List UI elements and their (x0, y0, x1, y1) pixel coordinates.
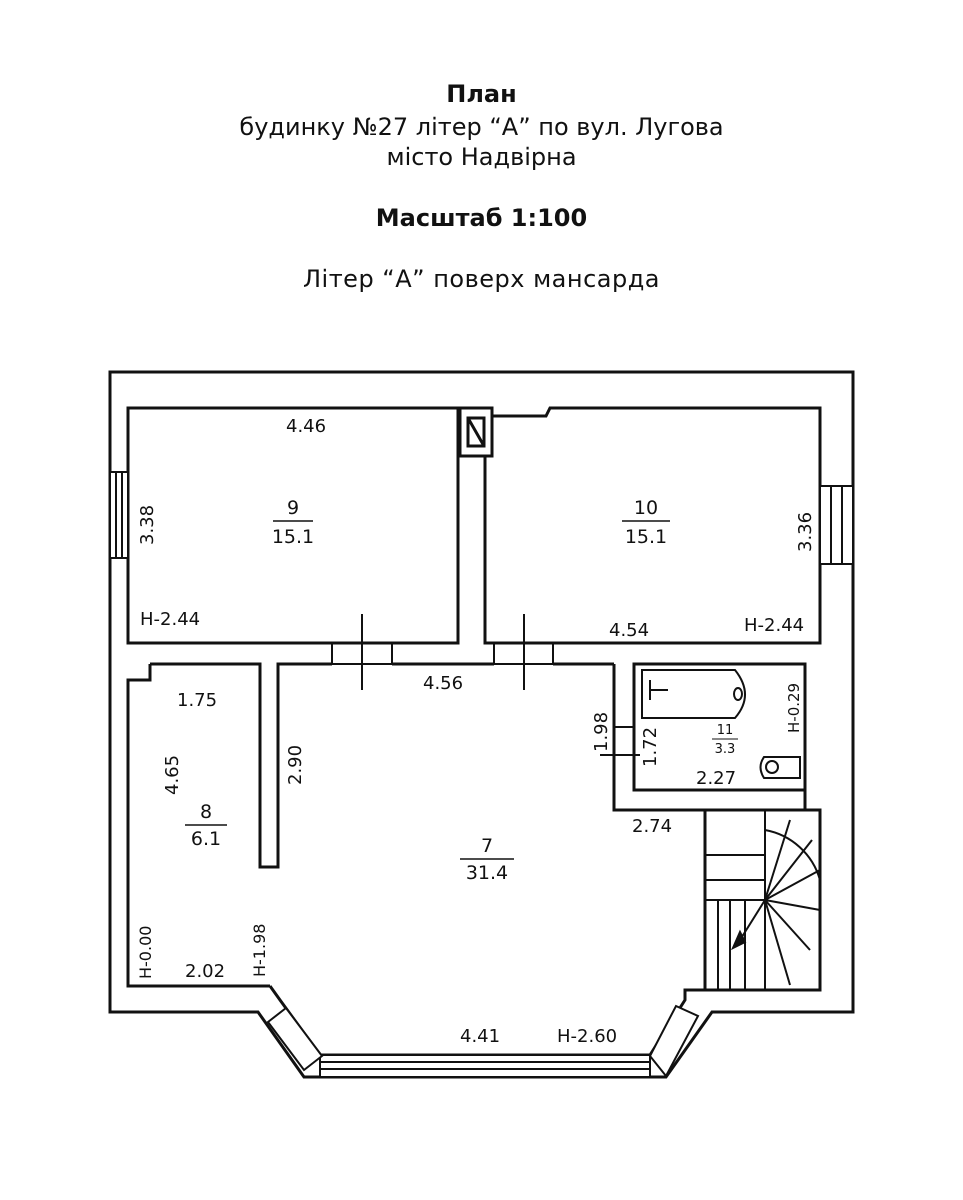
dim-r11-height: Н-0.29 (785, 683, 803, 733)
window-left (109, 471, 129, 559)
room-8-number: 8 (200, 801, 212, 823)
room-7-area: 31.4 (466, 862, 508, 884)
plan-floor-label: Літер “А” поверх мансарда (302, 265, 661, 293)
room-8-outline (150, 662, 332, 869)
stair-outline (703, 808, 822, 992)
dim-r11-198: 1.98 (591, 712, 612, 752)
room-9-area: 15.1 (272, 526, 314, 548)
dim-r7-height: Н-2.60 (557, 1026, 617, 1047)
dim-r8-bottom: 2.02 (185, 961, 225, 982)
plan-scale: Масштаб 1:100 (375, 204, 588, 232)
dim-r10-width: 4.54 (609, 620, 649, 641)
door-bathroom (613, 726, 635, 756)
dim-r11-172: 1.72 (640, 727, 661, 767)
room-11-number: 11 (717, 723, 734, 738)
room-10-outline (483, 406, 822, 645)
dim-r10-depth: 3.36 (795, 512, 816, 552)
dim-r9-height: Н-2.44 (140, 609, 200, 630)
room-9-number: 9 (287, 497, 299, 519)
chimney-mark (466, 416, 486, 448)
dim-r8-top: 1.75 (177, 690, 217, 711)
window-bay-right (648, 1004, 700, 1078)
dim-r7-bottom: 4.41 (460, 1026, 500, 1047)
room-9-outline (126, 406, 460, 645)
plan-city: місто Надвірна (386, 143, 577, 171)
dim-r9-depth: 3.38 (137, 505, 158, 545)
stairs (705, 810, 821, 990)
plan-address: будинку №27 літер “А” по вул. Лугова (239, 113, 724, 141)
dim-r8-side: 4.65 (162, 755, 183, 795)
dim-r7-top: 4.56 (423, 673, 463, 694)
room-7-number: 7 (481, 835, 493, 857)
bathtub (641, 669, 746, 719)
plan-title: План (446, 80, 517, 108)
window-right (819, 485, 854, 565)
window-bay-left (266, 1006, 324, 1072)
dim-r11-227: 2.27 (696, 768, 736, 789)
room-11-area: 3.3 (715, 742, 736, 757)
dim-wall-290: 2.90 (285, 745, 306, 785)
room-10-number: 10 (634, 497, 658, 519)
room-8-left (126, 664, 270, 988)
window-bottom (319, 1054, 651, 1078)
room-8-area: 6.1 (191, 828, 221, 850)
room-10-area: 15.1 (625, 526, 667, 548)
dim-r8-height: Н-0.00 (136, 926, 155, 979)
dim-r8-low-height: Н-1.98 (250, 924, 269, 977)
bathroom-outline (612, 662, 807, 812)
dim-r9-width: 4.46 (286, 416, 326, 437)
dim-r7-274: 2.74 (632, 816, 672, 837)
dim-r10-height: Н-2.44 (744, 615, 804, 636)
toilet (759, 756, 801, 779)
